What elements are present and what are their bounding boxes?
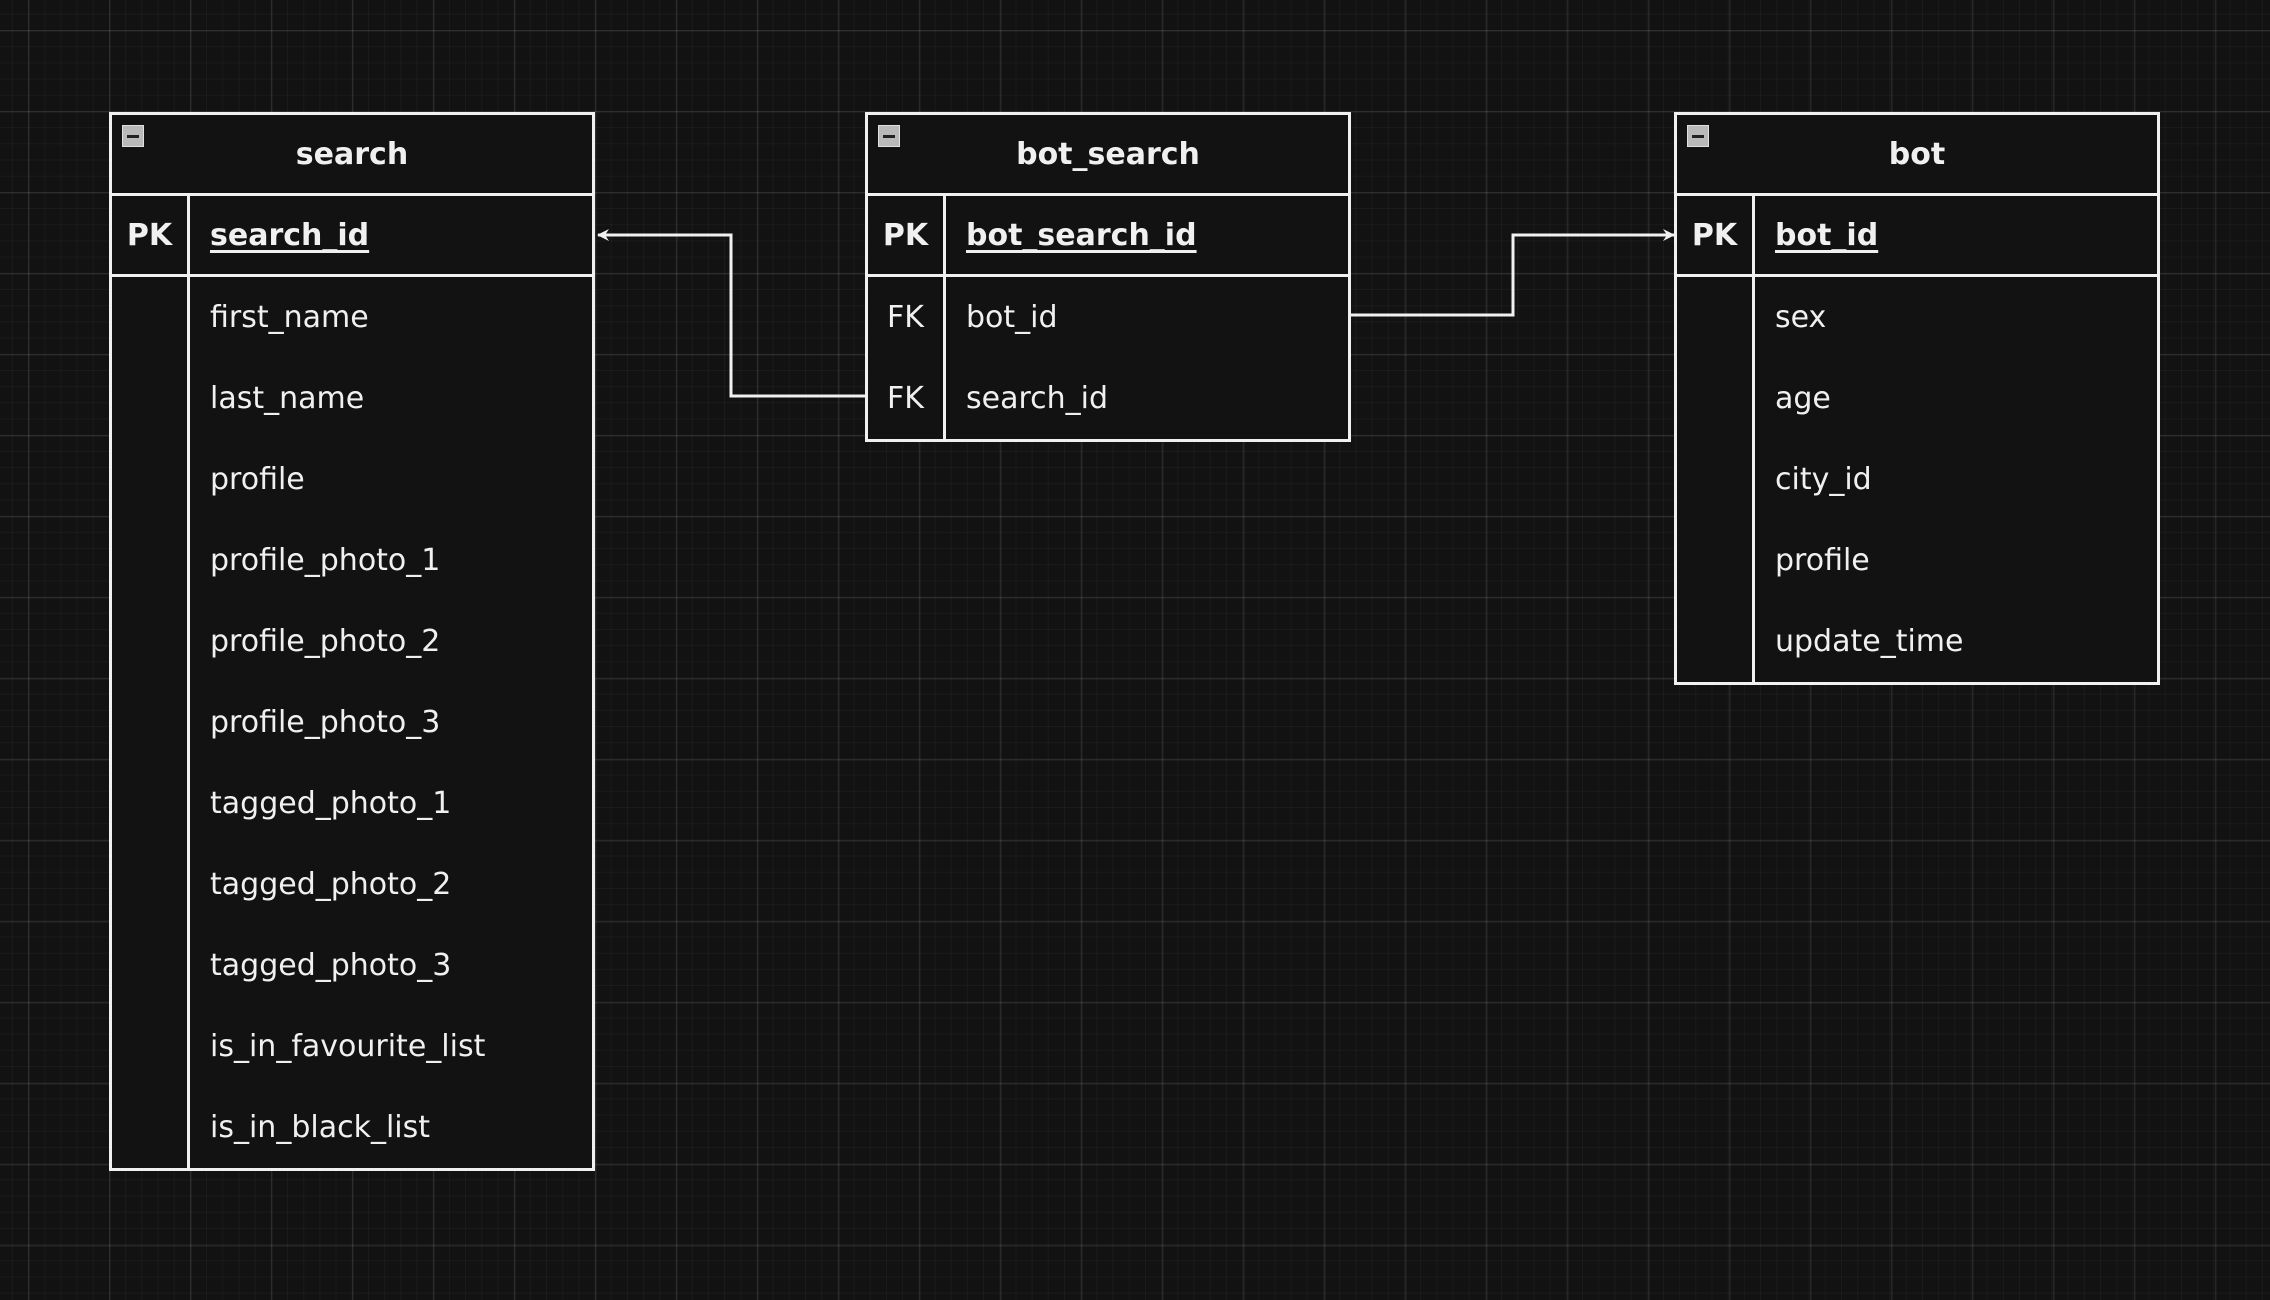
column-name: bot_id bbox=[1775, 217, 1879, 253]
column-name: tagged_photo_1 bbox=[210, 786, 452, 821]
column-name: is_in_black_list bbox=[210, 1110, 431, 1145]
table-body: sex age city_id profile update_time bbox=[1677, 277, 2157, 682]
table-row[interactable]: sex bbox=[1677, 277, 2157, 358]
key-label: FK bbox=[868, 358, 946, 439]
key-label bbox=[112, 358, 190, 439]
key-label bbox=[112, 844, 190, 925]
column-name: bot_id bbox=[966, 300, 1058, 335]
key-label bbox=[112, 520, 190, 601]
table-row-primary-key[interactable]: PK bot_search_id bbox=[868, 196, 1348, 277]
column-name: is_in_favourite_list bbox=[210, 1029, 486, 1064]
key-label: PK bbox=[112, 196, 190, 274]
table-row[interactable]: city_id bbox=[1677, 439, 2157, 520]
column-name: profile_photo_2 bbox=[210, 624, 441, 659]
table-row[interactable]: age bbox=[1677, 358, 2157, 439]
relation-bot-search-to-search[interactable] bbox=[597, 229, 865, 398]
collapse-icon[interactable] bbox=[878, 125, 900, 147]
collapse-icon[interactable] bbox=[122, 125, 144, 147]
key-label bbox=[1677, 277, 1755, 358]
table-row[interactable]: tagged_photo_1 bbox=[112, 763, 592, 844]
table-header[interactable]: bot bbox=[1677, 115, 2157, 196]
table-row[interactable]: FK bot_id bbox=[868, 277, 1348, 358]
key-label bbox=[112, 682, 190, 763]
table-row[interactable]: is_in_black_list bbox=[112, 1087, 592, 1168]
key-label: PK bbox=[868, 196, 946, 274]
key-label bbox=[112, 925, 190, 1006]
column-name: last_name bbox=[210, 381, 365, 416]
key-label bbox=[1677, 358, 1755, 439]
key-label bbox=[112, 277, 190, 358]
column-name: profile bbox=[210, 462, 305, 497]
key-label bbox=[1677, 439, 1755, 520]
column-name: age bbox=[1775, 381, 1831, 416]
table-row[interactable]: last_name bbox=[112, 358, 592, 439]
column-name: search_id bbox=[210, 217, 370, 253]
column-name: sex bbox=[1775, 300, 1827, 335]
table-row[interactable]: first_name bbox=[112, 277, 592, 358]
key-label: PK bbox=[1677, 196, 1755, 274]
column-name: update_time bbox=[1775, 624, 1964, 659]
key-label: FK bbox=[868, 277, 946, 358]
column-name: tagged_photo_3 bbox=[210, 948, 452, 983]
table-header[interactable]: bot_search bbox=[868, 115, 1348, 196]
column-name: first_name bbox=[210, 300, 369, 335]
table-bot-search[interactable]: bot_search PK bot_search_id FK bot_id FK… bbox=[865, 112, 1351, 442]
table-row[interactable]: FK search_id bbox=[868, 358, 1348, 439]
table-bot[interactable]: bot PK bot_id sex age city_id profile bbox=[1674, 112, 2160, 685]
collapse-icon[interactable] bbox=[1687, 125, 1709, 147]
table-body: FK bot_id FK search_id bbox=[868, 277, 1348, 439]
key-label bbox=[112, 439, 190, 520]
key-label bbox=[1677, 601, 1755, 682]
table-title: bot bbox=[1888, 136, 1946, 172]
table-row[interactable]: tagged_photo_3 bbox=[112, 925, 592, 1006]
relation-bot-search-to-bot[interactable] bbox=[1351, 229, 1675, 317]
column-name: tagged_photo_2 bbox=[210, 867, 452, 902]
table-search[interactable]: search PK search_id first_name last_name… bbox=[109, 112, 595, 1171]
table-row-primary-key[interactable]: PK bot_id bbox=[1677, 196, 2157, 277]
column-name: profile_photo_1 bbox=[210, 543, 441, 578]
column-name: profile_photo_3 bbox=[210, 705, 441, 740]
table-body: first_name last_name profile profile_pho… bbox=[112, 277, 592, 1168]
column-name: search_id bbox=[966, 381, 1109, 416]
table-row[interactable]: profile_photo_3 bbox=[112, 682, 592, 763]
table-row[interactable]: profile_photo_2 bbox=[112, 601, 592, 682]
table-row-primary-key[interactable]: PK search_id bbox=[112, 196, 592, 277]
table-row[interactable]: tagged_photo_2 bbox=[112, 844, 592, 925]
key-label bbox=[112, 763, 190, 844]
column-name: bot_search_id bbox=[966, 217, 1197, 253]
table-row[interactable]: profile bbox=[112, 439, 592, 520]
key-label bbox=[112, 1087, 190, 1168]
key-label bbox=[1677, 520, 1755, 601]
table-row[interactable]: is_in_favourite_list bbox=[112, 1006, 592, 1087]
column-name: city_id bbox=[1775, 462, 1872, 497]
key-label bbox=[112, 1006, 190, 1087]
table-title: search bbox=[295, 136, 409, 172]
key-label bbox=[112, 601, 190, 682]
table-title: bot_search bbox=[1016, 136, 1200, 172]
table-row[interactable]: update_time bbox=[1677, 601, 2157, 682]
table-row[interactable]: profile_photo_1 bbox=[112, 520, 592, 601]
table-row[interactable]: profile bbox=[1677, 520, 2157, 601]
table-header[interactable]: search bbox=[112, 115, 592, 196]
column-name: profile bbox=[1775, 543, 1870, 578]
